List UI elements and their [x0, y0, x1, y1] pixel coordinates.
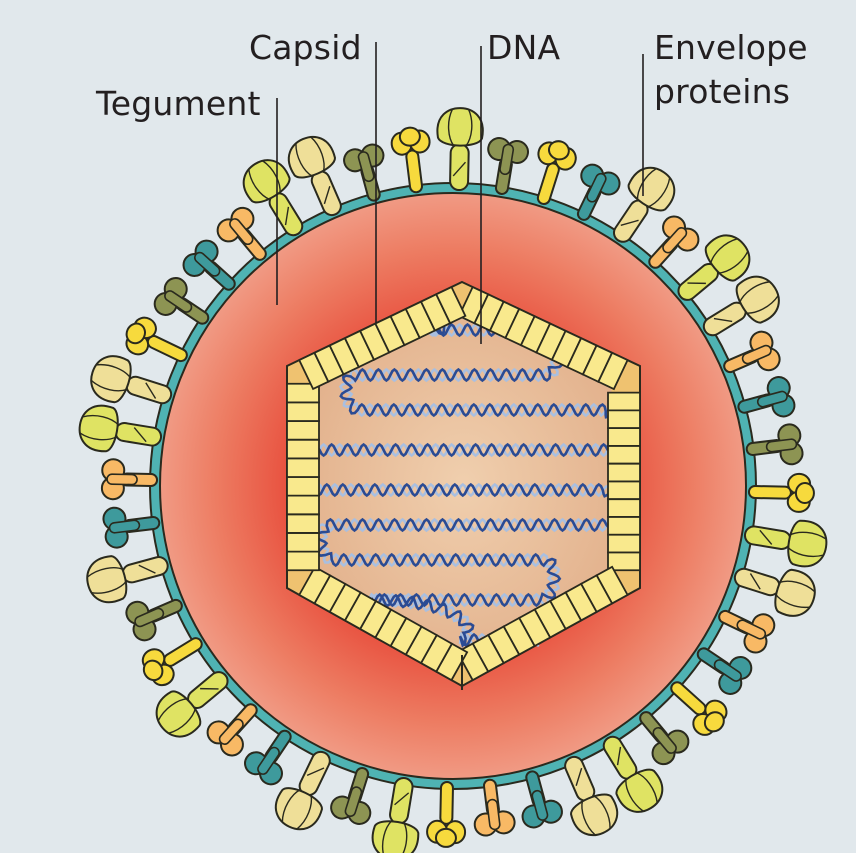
capsomere	[607, 480, 641, 501]
envelope-protein-cream	[287, 135, 342, 217]
capsomere	[607, 462, 641, 483]
capsomere	[607, 427, 641, 447]
capsomere	[286, 476, 320, 497]
capsomere	[286, 401, 320, 422]
envelope-protein-teal	[244, 729, 292, 786]
leader-lines	[276, 42, 644, 344]
label-envelope-line2: proteins	[654, 72, 791, 111]
capsomere	[597, 351, 629, 391]
capsomere	[286, 457, 320, 478]
envelope-protein-teal	[182, 239, 236, 291]
envelope-protein-yellow	[670, 681, 728, 736]
capsomere	[607, 445, 641, 465]
envelope-proteins	[78, 107, 828, 853]
envelope-protein-olive	[153, 277, 210, 325]
capsomere	[286, 532, 320, 553]
capsomere	[286, 420, 320, 441]
label-envelope-line1: Envelope	[654, 28, 808, 67]
capsomere	[286, 550, 320, 572]
envelope-protein-yellow	[536, 140, 577, 205]
envelope-protein-orange	[206, 703, 258, 757]
envelope-protein-orange	[216, 206, 267, 261]
label-capsid: Capsid	[249, 28, 362, 67]
envelope-protein-lime	[78, 404, 163, 453]
envelope-protein-cream	[90, 355, 173, 405]
envelope-protein-olive	[487, 137, 529, 195]
envelope-protein-yellow	[141, 637, 203, 687]
envelope-protein-teal	[102, 506, 161, 549]
envelope-protein-yellow	[125, 316, 188, 363]
envelope-protein-orange	[648, 215, 700, 269]
dna-strand	[300, 319, 626, 648]
label-envelope-proteins: Envelope proteins	[654, 26, 808, 114]
envelope-protein-cream	[86, 555, 169, 604]
envelope-protein-olive	[125, 598, 183, 642]
capsomere	[435, 285, 467, 325]
capsomere	[607, 409, 641, 430]
envelope-protein-yellow	[747, 472, 815, 513]
envelope-protein-teal	[696, 647, 753, 695]
envelope-protein-lime	[371, 776, 420, 853]
envelope-protein-cream	[274, 750, 331, 831]
label-dna: DNA	[487, 28, 561, 67]
envelope-protein-lime	[743, 519, 828, 568]
envelope-protein-olive	[745, 423, 804, 466]
capsomere	[607, 498, 641, 518]
envelope-protein-lime	[155, 671, 229, 738]
envelope-protein-cream	[564, 755, 619, 837]
capsomere	[286, 513, 320, 534]
envelope-protein-orange	[100, 458, 159, 501]
envelope-protein-lime	[677, 234, 751, 301]
envelope-protein-cream	[612, 166, 676, 243]
capsomeres	[286, 285, 641, 682]
label-tegument: Tegument	[96, 84, 261, 123]
dna-genome	[299, 319, 626, 648]
envelope-protein-lime	[436, 107, 484, 192]
capsomere	[286, 494, 320, 516]
envelope-protein-lime	[602, 735, 664, 813]
envelope-protein-yellow	[390, 126, 431, 194]
capsomere	[607, 533, 641, 554]
envelope-protein-orange	[723, 330, 781, 374]
capsid	[286, 280, 641, 690]
envelope-protein-orange	[473, 778, 516, 837]
envelope-protein-olive	[330, 767, 372, 825]
envelope-protein-teal	[521, 770, 563, 829]
envelope-protein-orange	[718, 609, 776, 654]
envelope-protein-teal	[737, 376, 796, 418]
envelope-protein-cream	[733, 567, 816, 617]
envelope-protein-olive	[343, 143, 385, 202]
capsomere	[607, 516, 641, 536]
capsomere	[607, 391, 641, 412]
envelope-protein-teal	[576, 163, 621, 221]
capsomere	[286, 438, 320, 460]
envelope-protein-cream	[702, 275, 780, 337]
envelope-protein-olive	[639, 711, 690, 766]
envelope-protein-yellow	[426, 780, 467, 848]
